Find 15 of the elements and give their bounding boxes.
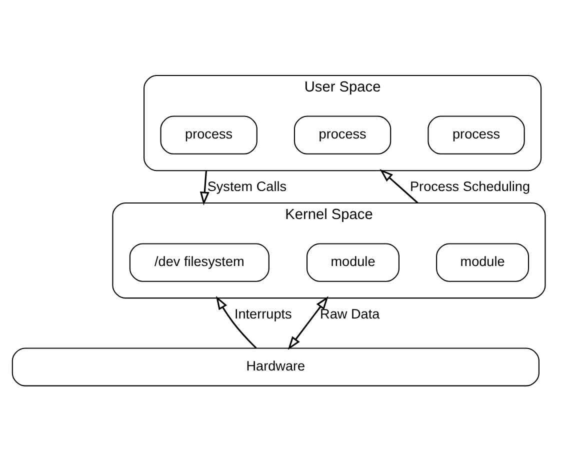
edge-label: Process Scheduling — [410, 178, 530, 194]
node-box: process — [160, 116, 258, 154]
arrow — [216, 296, 257, 349]
node-box: process — [428, 116, 525, 154]
edge-label: Interrupts — [234, 306, 292, 322]
edge-label: System Calls — [207, 178, 287, 194]
arrow — [380, 169, 418, 204]
node-box: process — [294, 116, 392, 154]
arrow — [200, 170, 210, 206]
node-box: /dev filesystem — [129, 243, 270, 282]
node-box: module — [436, 243, 530, 282]
node-box: Hardware — [12, 348, 540, 386]
node-box: module — [306, 243, 400, 282]
arrow — [288, 296, 328, 350]
edge-label: Raw Data — [320, 306, 380, 322]
